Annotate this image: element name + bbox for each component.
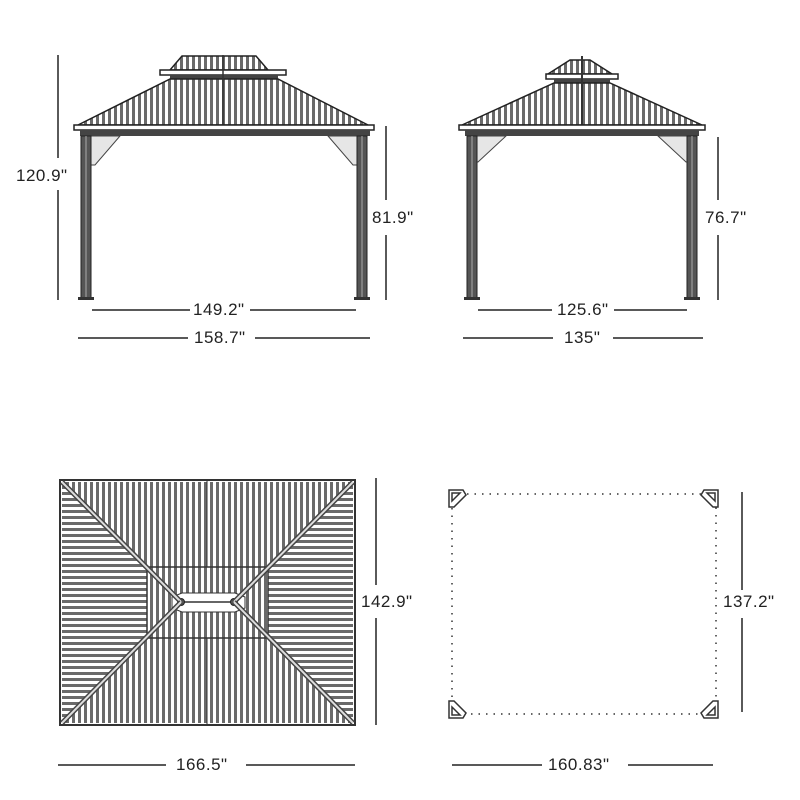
side-inner-width-label: 125.6" [557, 300, 609, 320]
footprint-view [448, 489, 743, 766]
front-total-height-label: 120.9" [16, 166, 68, 186]
roof-depth-label: 142.9" [361, 592, 413, 612]
roof-top-view [58, 478, 377, 766]
front-inner-width-label: 149.2" [193, 300, 245, 320]
front-outer-width-label: 158.7" [194, 328, 246, 348]
front-view [57, 55, 387, 339]
corner-post-icon [700, 700, 719, 719]
front-post-height-label: 81.9" [372, 208, 414, 228]
corner-post-icon [700, 489, 719, 508]
footprint-width-label: 160.83" [548, 755, 610, 775]
corner-post-icon [448, 700, 467, 719]
side-post-height-label: 76.7" [705, 208, 747, 228]
roof-width-label: 166.5" [176, 755, 228, 775]
corner-post-icon [448, 489, 467, 508]
footprint-depth-label: 137.2" [723, 592, 775, 612]
side-view [458, 56, 719, 339]
side-outer-width-label: 135" [564, 328, 601, 348]
